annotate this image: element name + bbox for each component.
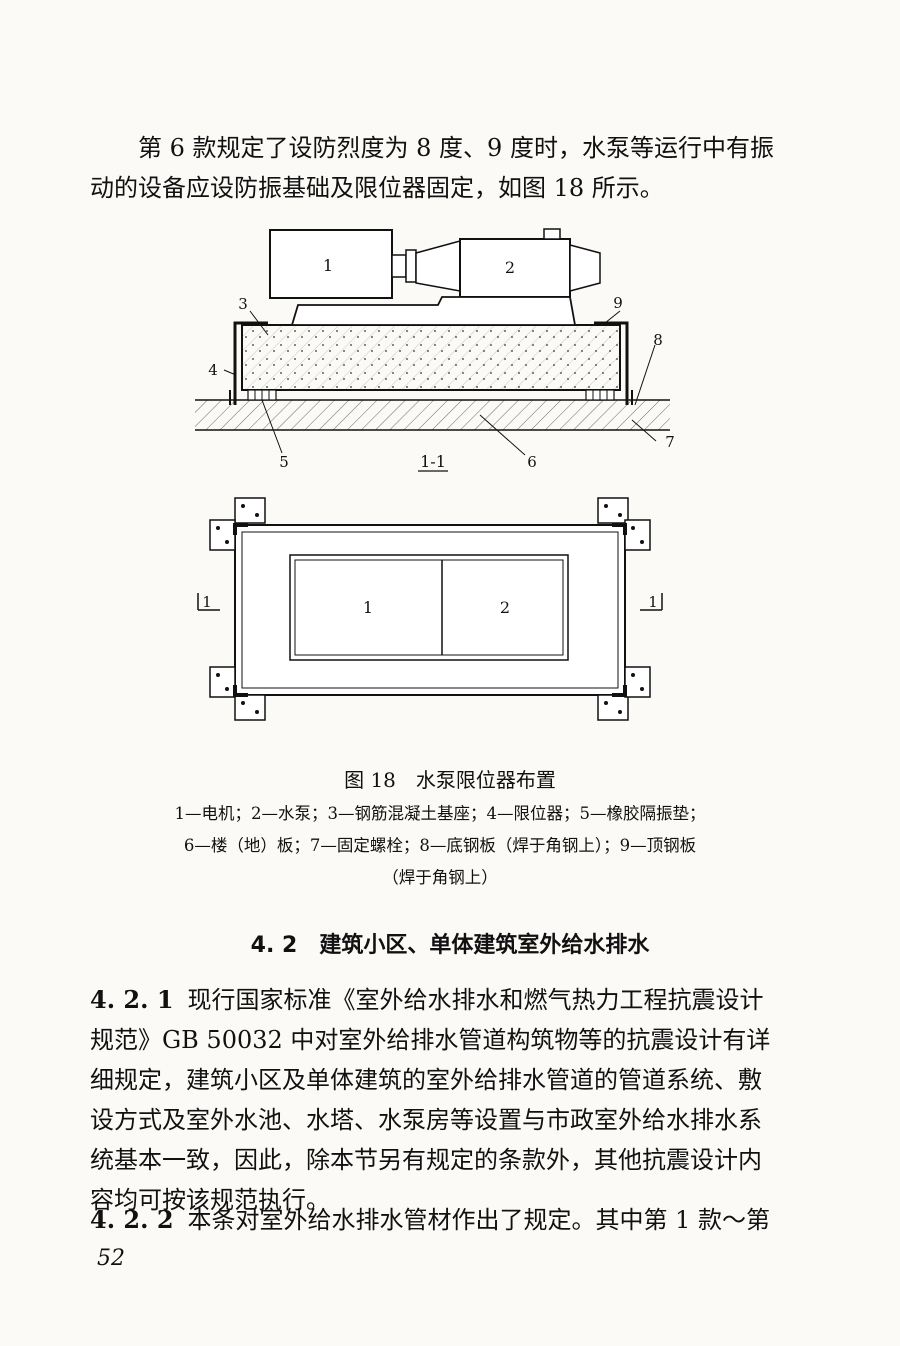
callout-motor: 1 (323, 256, 333, 275)
callout-bolt: 7 (665, 433, 675, 451)
cut-mark-right: 1 (648, 593, 658, 611)
plan-limiter-bottom-left (234, 694, 266, 721)
pump-limiter-figure: 1 2 3 4 5 6 7 8 9 1-1 1 2 (195, 228, 675, 721)
plan-label-pump: 2 (500, 598, 510, 617)
callout-pump: 2 (505, 258, 515, 277)
section-label: 1-1 (420, 452, 446, 471)
figure-caption: 图 18 水泵限位器布置 (344, 768, 556, 792)
clause-number: 4. 2. 2 (90, 1205, 174, 1234)
figure-legend: 1—电机；2—水泵；3—钢筋混凝土基座；4—限位器；5—橡胶隔振垫；6—楼（地）… (174, 804, 706, 887)
intro-paragraph: 第 6 款规定了设防烈度为 8 度、9 度时，水泵等运行中有振动的设备应设防振基… (90, 134, 774, 202)
clause-number: 4. 2. 1 (90, 985, 174, 1014)
callout-bottom-plate: 8 (653, 331, 663, 349)
plan-limiter-top-left (234, 497, 266, 524)
clause-text: 本条对室外给水排水管材作出了规定。其中第 1 款～第 (187, 1206, 771, 1234)
cut-mark-left: 1 (202, 593, 212, 611)
section-number: 4. 2 (250, 933, 298, 958)
callout-limiter: 4 (208, 361, 218, 379)
page-number: 52 (97, 1246, 125, 1271)
callout-base: 3 (238, 295, 248, 313)
limiter-left (233, 321, 268, 405)
plan-limiter-top-right (597, 497, 629, 524)
section-title: 建筑小区、单体建筑室外给水排水 (319, 933, 650, 958)
plan-equipment-outline (289, 554, 569, 661)
floor-slab (195, 400, 670, 430)
pump-support (290, 296, 577, 326)
pump (459, 238, 571, 298)
clause-text: 现行国家标准《室外给水排水和燃气热力工程抗震设计规范》GB 50032 中对室外… (90, 986, 771, 1214)
plan-view: 1 2 1 (197, 497, 663, 721)
callout-floor: 6 (527, 453, 537, 471)
plan-label-motor: 1 (363, 598, 373, 617)
plan-limiter-bottom-right (597, 694, 629, 721)
clause-4-2-2: 4. 2. 2 本条对室外给水排水管材作出了规定。其中第 1 款～第 (90, 1200, 780, 1240)
callout-pad: 5 (279, 453, 289, 471)
section-view: 1 2 3 4 5 6 7 8 9 1-1 (195, 228, 675, 472)
section-heading: 4. 2 建筑小区、单体建筑室外给水排水 (90, 927, 810, 959)
callout-top-plate: 9 (613, 294, 623, 312)
